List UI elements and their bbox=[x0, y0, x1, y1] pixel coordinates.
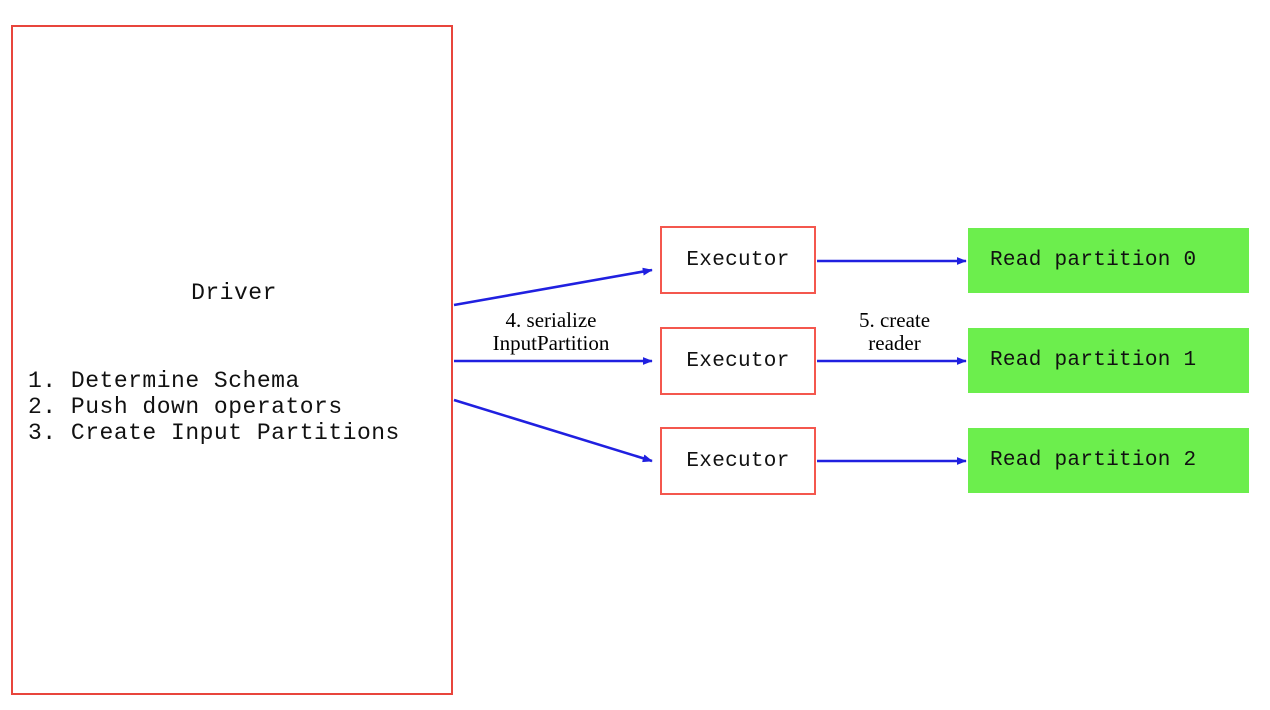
partition-box-0: Read partition 0 bbox=[968, 228, 1249, 293]
partition-label-1: Read partition 1 bbox=[990, 349, 1197, 372]
driver-box: Driver 1. Determine Schema 2. Push down … bbox=[11, 25, 453, 695]
edge-label-serialize: 4. serialize InputPartition bbox=[492, 308, 610, 355]
driver-steps-list: 1. Determine Schema 2. Push down operato… bbox=[28, 368, 400, 446]
partition-box-2: Read partition 2 bbox=[968, 428, 1249, 493]
partition-label-0: Read partition 0 bbox=[990, 249, 1197, 272]
arrow-driver-to-executor-3 bbox=[453, 398, 653, 463]
driver-title: Driver bbox=[191, 280, 277, 306]
partition-label-2: Read partition 2 bbox=[990, 449, 1197, 472]
executor-box-3: Executor bbox=[660, 427, 816, 495]
edge-label-create-reader: 5. create reader bbox=[858, 308, 931, 355]
arrow-driver-to-executor-1 bbox=[453, 267, 653, 307]
partition-box-1: Read partition 1 bbox=[968, 328, 1249, 393]
executor-box-2: Executor bbox=[660, 327, 816, 395]
executor-box-1: Executor bbox=[660, 226, 816, 294]
executor-label-1: Executor bbox=[686, 248, 790, 272]
executor-label-2: Executor bbox=[686, 349, 790, 373]
executor-label-3: Executor bbox=[686, 449, 790, 473]
